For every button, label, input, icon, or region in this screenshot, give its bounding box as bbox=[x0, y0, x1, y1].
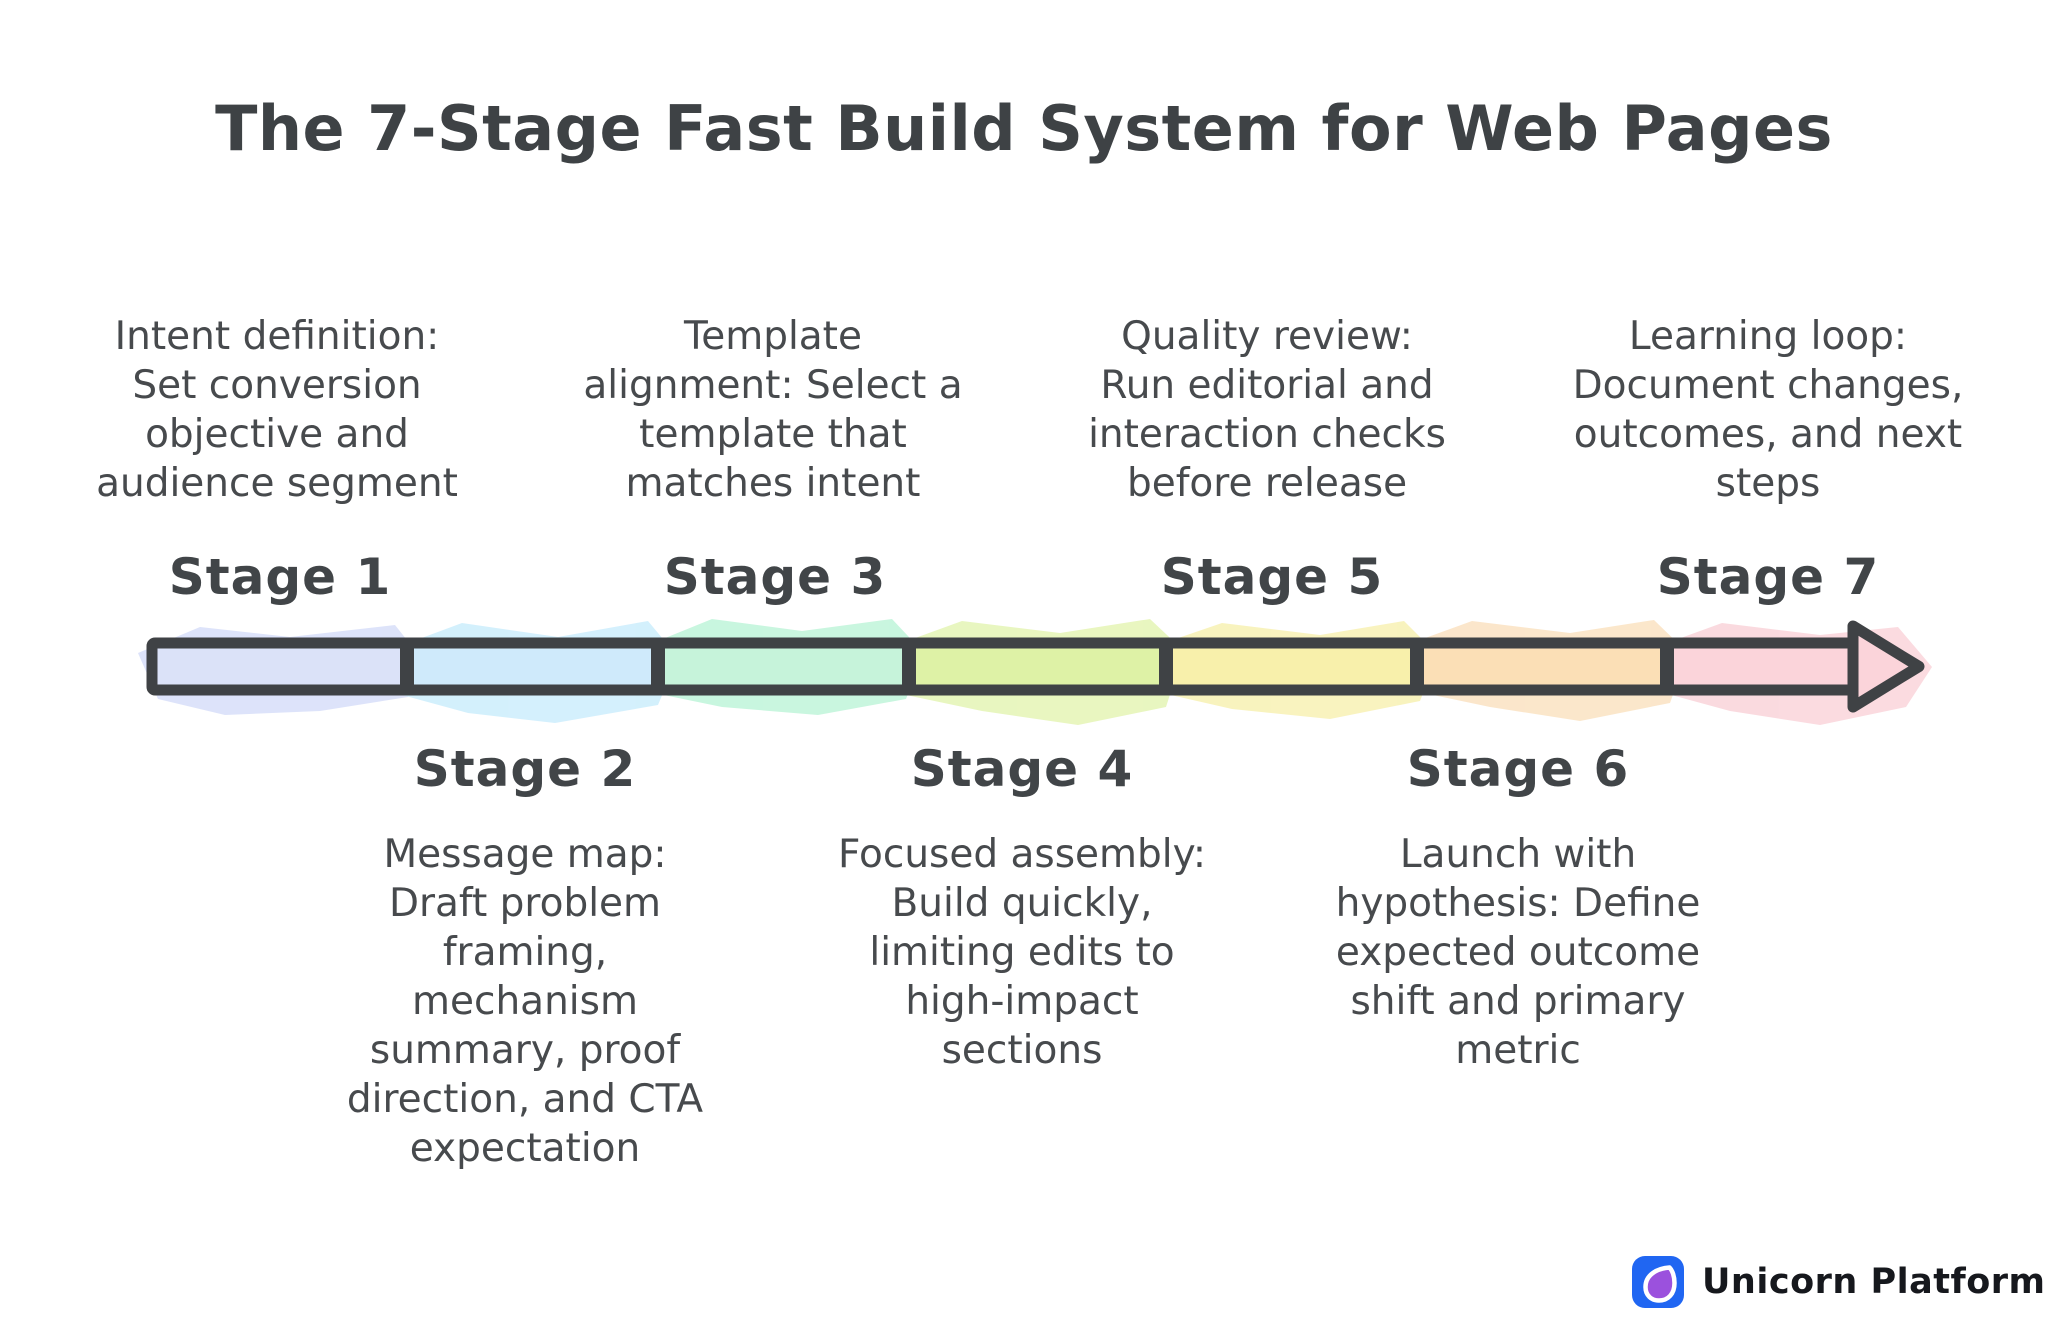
stage-7-description-line: steps bbox=[1715, 461, 1821, 506]
stage-3-label: Stage 3 bbox=[663, 548, 887, 606]
stage-4-description-line: sections bbox=[941, 1028, 1103, 1073]
stage-5-description: Quality review: Run editorial and intera… bbox=[1037, 312, 1497, 508]
stage-2-description-line: expectation bbox=[409, 1126, 641, 1171]
stage-6-segment bbox=[1423, 647, 1661, 686]
stage-4-segment bbox=[915, 647, 1160, 686]
stage-4-description-line: Build quickly, bbox=[891, 881, 1153, 926]
brand-footer: Unicorn Platform bbox=[1632, 1256, 2046, 1308]
stage-1-segment bbox=[158, 647, 401, 686]
stage-4-description-line: limiting edits to bbox=[869, 930, 1175, 975]
stage-6-description-line: expected outcome bbox=[1335, 930, 1701, 975]
stage-6-description-line: metric bbox=[1455, 1028, 1581, 1073]
stage-5-description-line: interaction checks bbox=[1088, 412, 1446, 457]
unicorn-platform-logo-icon bbox=[1632, 1256, 1684, 1308]
separator bbox=[1660, 639, 1674, 694]
stage-3-description: Template alignment: Select a template th… bbox=[543, 312, 1003, 508]
stage-6-description: Launch with hypothesis: Define expected … bbox=[1288, 830, 1748, 1075]
stage-3-description-line: Template bbox=[684, 314, 862, 359]
stage-2-description-line: mechanism bbox=[412, 979, 638, 1024]
stage-5-label: Stage 5 bbox=[1160, 548, 1384, 606]
stage-1-description-line: Set conversion bbox=[132, 363, 422, 408]
stage-6-description-line: Launch with bbox=[1399, 832, 1637, 877]
separator bbox=[651, 639, 665, 694]
stage-2-description-line: summary, proof bbox=[369, 1028, 681, 1073]
stage-1-description: Intent definition: Set conversion object… bbox=[47, 312, 507, 508]
stage-1-label: Stage 1 bbox=[168, 548, 392, 606]
segment-separators bbox=[400, 639, 1674, 694]
stage-7-description: Learning loop: Document changes, outcome… bbox=[1538, 312, 1998, 508]
stage-3-description-line: alignment: Select a bbox=[583, 363, 963, 408]
arrow-segments bbox=[158, 647, 1850, 686]
stage-1-description-line: Intent definition: bbox=[114, 314, 440, 359]
stage-5-segment bbox=[1172, 647, 1411, 686]
separator bbox=[1159, 639, 1173, 694]
separator bbox=[902, 639, 916, 694]
stage-5-description-line: Run editorial and bbox=[1100, 363, 1434, 408]
stage-2-description-line: framing, bbox=[442, 930, 608, 975]
stage-3-description-line: template that bbox=[639, 412, 907, 457]
timeline-arrow bbox=[138, 619, 1932, 725]
stage-7-label: Stage 7 bbox=[1656, 548, 1880, 606]
separator bbox=[1410, 639, 1424, 694]
arrow-head bbox=[1847, 620, 1925, 713]
stage-4-description-line: high-impact bbox=[905, 979, 1139, 1024]
stage-3-description-line: matches intent bbox=[625, 461, 921, 506]
brand-name: Unicorn Platform bbox=[1702, 1262, 2046, 1302]
stage-2-description-line: Message map: bbox=[383, 832, 667, 877]
stage-7-description-line: outcomes, and next bbox=[1573, 412, 1963, 457]
stage-6-description-line: hypothesis: Define bbox=[1335, 881, 1701, 926]
stage-7-segment bbox=[1673, 647, 1850, 686]
stage-6-label: Stage 6 bbox=[1406, 740, 1630, 798]
stage-2-segment bbox=[413, 647, 652, 686]
stage-4-label: Stage 4 bbox=[910, 740, 1134, 798]
stage-2-description: Message map: Draft problem framing, mech… bbox=[295, 830, 755, 1173]
diagram-title: The 7-Stage Fast Build System for Web Pa… bbox=[215, 92, 1833, 165]
stage-6-description-line: shift and primary bbox=[1350, 979, 1686, 1024]
stage-2-description-line: Draft problem bbox=[388, 881, 662, 926]
stage-1-description-line: audience segment bbox=[96, 461, 458, 506]
stage-7-description-line: Learning loop: bbox=[1628, 314, 1908, 359]
stage-3-segment bbox=[664, 647, 903, 686]
stage-2-label: Stage 2 bbox=[413, 740, 637, 798]
stage-1-description-line: objective and bbox=[145, 412, 409, 457]
stage-4-description-line: Focused assembly: bbox=[837, 832, 1207, 877]
separator bbox=[400, 639, 414, 694]
logo-drop-shape bbox=[1643, 1265, 1677, 1303]
stage-5-description-line: before release bbox=[1126, 461, 1408, 506]
stage-4-description: Focused assembly: Build quickly, limitin… bbox=[792, 830, 1252, 1075]
stage-5-description-line: Quality review: bbox=[1121, 314, 1413, 359]
stage-7-description-line: Document changes, bbox=[1572, 363, 1964, 408]
stage-2-description-line: direction, and CTA bbox=[346, 1077, 704, 1122]
